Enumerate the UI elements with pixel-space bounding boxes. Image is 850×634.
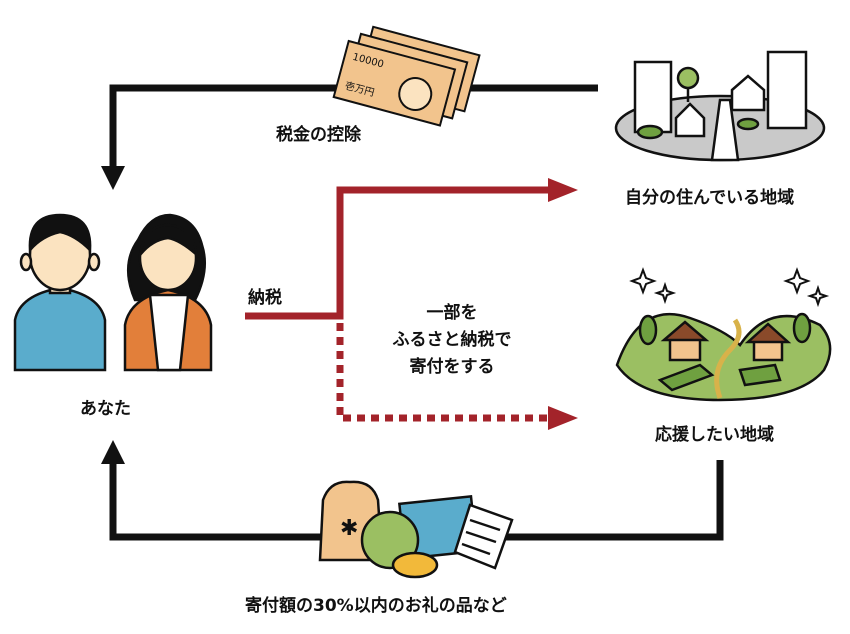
support-region-illustration xyxy=(615,267,832,402)
gifts-label: 寄付額の30%以内のお礼の品など xyxy=(245,596,507,616)
donation-label-line2: ふるさと納税で xyxy=(392,330,512,350)
home-region-label: 自分の住んでいる地域 xyxy=(625,188,795,208)
tax-deduction-label: 税金の控除 xyxy=(276,125,361,145)
donation-label-line1: 一部を xyxy=(426,303,478,323)
donation-arrow xyxy=(336,323,578,430)
home-region-illustration xyxy=(614,50,826,162)
svg-text:✱: ✱ xyxy=(340,516,358,541)
tax-payment-label: 納税 xyxy=(248,288,282,308)
person-man-illustration xyxy=(13,213,107,372)
gifts-illustration: ✱ xyxy=(318,480,514,579)
support-region-label: 応援したい地域 xyxy=(655,425,774,445)
tax-payment-arrow xyxy=(245,178,578,320)
banknotes-illustration: 10000 壱万円 xyxy=(332,25,481,127)
you-label: あなた xyxy=(80,399,131,419)
donation-label-line3: 寄付をする xyxy=(409,357,495,377)
donation-label: 一部を ふるさと納税で 寄付をする xyxy=(372,300,532,381)
person-woman-illustration xyxy=(123,213,213,372)
